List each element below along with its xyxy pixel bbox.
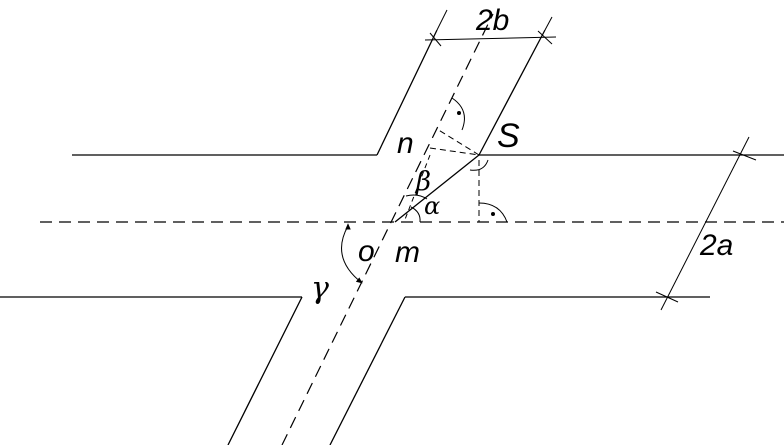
label-2b: 2b — [475, 4, 509, 37]
right-angle-dot-bottom — [491, 212, 495, 216]
label-2a: 2a — [699, 229, 733, 262]
label-n: n — [397, 127, 414, 160]
dimension-tick-2b-left — [429, 32, 442, 47]
sight-line-s — [394, 154, 480, 223]
dimension-line-2b — [424, 36, 557, 41]
branch-road-right-edge-top — [478, 29, 546, 156]
label-o: o — [358, 235, 375, 268]
angle-arc-s — [469, 159, 489, 171]
branch-road-right-edge-bottom — [329, 296, 406, 445]
dimension-line-2a — [660, 136, 750, 311]
dashed-n-to-m — [403, 154, 431, 223]
label-alpha: α — [424, 192, 440, 220]
dimension-tick-2a-bottom — [655, 291, 679, 303]
branch-road-left-edge-top — [376, 29, 438, 156]
branch-road-centerline — [281, 13, 494, 445]
label-beta: β — [415, 167, 431, 197]
dimension-tick-2b-right — [537, 30, 553, 45]
dimension-tick-2a-top — [732, 150, 757, 161]
dashed-n-to-s — [429, 147, 480, 156]
perpendicular-s-to-branch-centerline — [436, 128, 480, 156]
branch-road-left-edge-bottom — [227, 296, 303, 445]
angle-arc-beta — [405, 194, 428, 200]
angle-arc-alpha — [410, 206, 421, 223]
extension-line-2b-left — [436, 9, 448, 31]
label-s: S — [497, 117, 520, 155]
extension-line-2b-right — [544, 16, 553, 31]
right-angle-marker-top — [451, 97, 465, 131]
right-angle-marker-bottom — [478, 202, 508, 223]
label-m: m — [395, 236, 420, 269]
gamma-arrow — [341, 225, 363, 284]
right-angle-dot-top — [457, 111, 461, 115]
label-gamma: γ — [311, 271, 329, 306]
